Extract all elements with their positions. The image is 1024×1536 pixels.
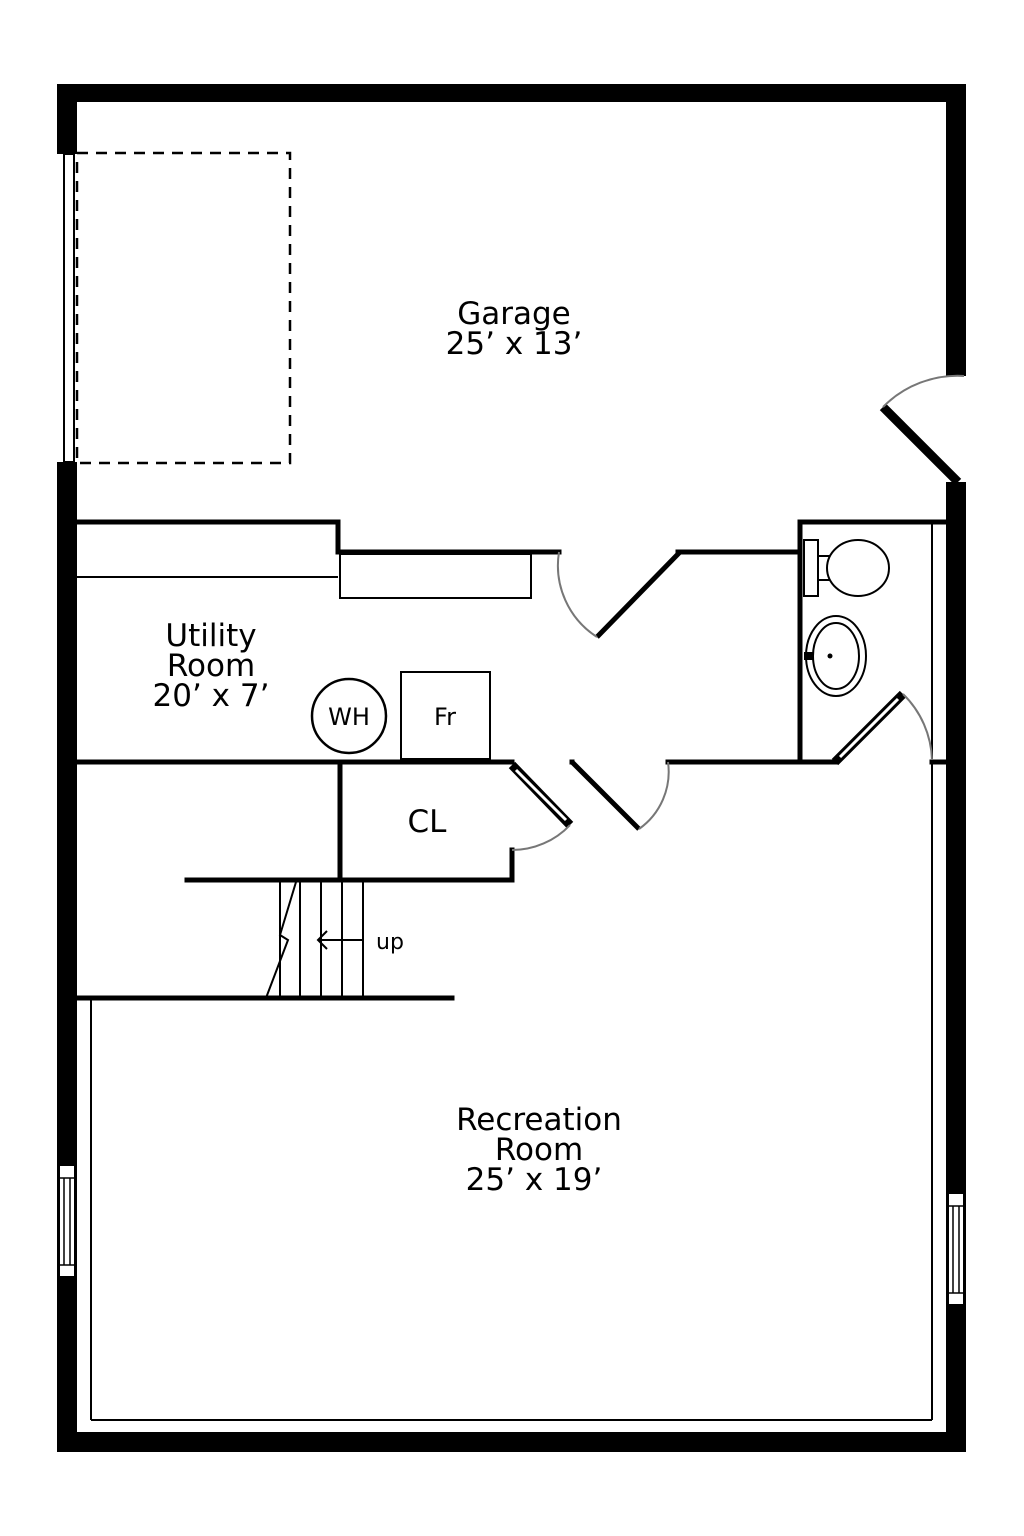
- interior-walls: [74, 519, 949, 1001]
- closet-label: CL: [408, 804, 448, 840]
- garage-door-opening: [63, 153, 75, 463]
- toilet-icon: [803, 539, 890, 597]
- door-garage-utility: [556, 550, 682, 639]
- recreation-name-line1: Recreation: [456, 1102, 622, 1138]
- parking-space-outline: [75, 151, 292, 465]
- water-heater: WH: [310, 677, 388, 755]
- stair-direction-arrow: [316, 930, 364, 950]
- door-closet: [508, 761, 574, 851]
- window-right: [947, 1192, 965, 1306]
- garage-dims: 25’ x 13’: [446, 326, 583, 362]
- utility-name-line1: Utility: [165, 618, 256, 654]
- furnace: Fr: [400, 671, 491, 760]
- garage-label: Garage 25’ x 13’: [446, 296, 583, 362]
- utility-dims: 20’ x 7’: [153, 678, 270, 714]
- utility-label: Utility Room 20’ x 7’: [153, 618, 270, 714]
- stair-direction-label: up: [376, 930, 404, 955]
- garage-side-door: [879, 374, 965, 486]
- door-utility-recreation: [570, 760, 670, 831]
- recreation-label: Recreation Room 25’ x 19’: [456, 1102, 622, 1198]
- utility-shelf: [77, 553, 532, 599]
- recreation-dims: 25’ x 19’: [466, 1162, 603, 1198]
- water-heater-label: WH: [328, 703, 370, 731]
- furnace-label: Fr: [434, 703, 456, 731]
- recreation-name-line2: Room: [495, 1132, 583, 1168]
- window-left: [58, 1164, 76, 1278]
- door-bathroom: [831, 690, 933, 766]
- garage-name: Garage: [457, 296, 571, 332]
- inner-wall-lines: [90, 522, 933, 1421]
- sink-icon: [804, 615, 867, 697]
- utility-name-line2: Room: [167, 648, 255, 684]
